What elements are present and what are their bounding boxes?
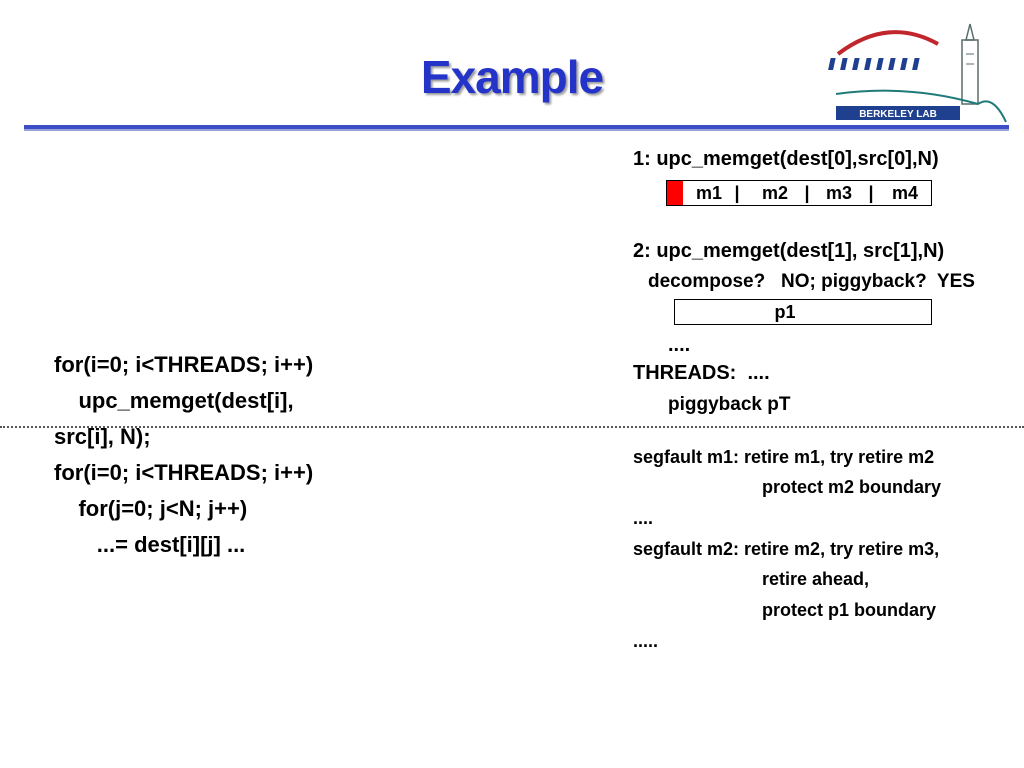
segfault-m2-detail-1: retire ahead,	[762, 569, 870, 589]
step-1-text: 1: upc_memget(dest[0],src[0],N)	[633, 148, 939, 170]
ellipsis-3: .....	[633, 631, 659, 651]
logo-text: BERKELEY LAB	[859, 109, 937, 120]
ellipsis-2: ....	[633, 508, 654, 528]
cell-m2: m2	[761, 183, 788, 203]
code-line: for(i=0; i<THREADS; i++)	[54, 460, 314, 485]
memory-box-2: p1	[674, 299, 932, 325]
threads-text: THREADS: ....	[633, 362, 770, 384]
decompose-text: decompose? NO; piggyback? YES	[648, 271, 975, 292]
code-line: for(j=0; j<N; j++)	[54, 496, 248, 521]
cell-separator: |	[734, 183, 740, 203]
red-marker	[667, 181, 683, 205]
segfault-m2-detail-2: protect p1 boundary	[762, 600, 937, 620]
ellipsis-1: ....	[668, 334, 691, 356]
title-rule	[24, 125, 1009, 131]
segfault-m1-line: segfault m1: retire m1, try retire m2	[633, 447, 935, 467]
cell-separator: |	[804, 183, 810, 203]
memory-box-1: m1 | m2 | m3 | m4	[666, 180, 932, 206]
dotted-divider	[0, 426, 1024, 428]
code-line: for(i=0; i<THREADS; i++)	[54, 352, 314, 377]
piggyback-text: piggyback pT	[668, 394, 791, 415]
code-line: ...= dest[i][j] ...	[54, 532, 246, 557]
code-block: for(i=0; i<THREADS; i++) upc_memget(dest…	[54, 347, 313, 563]
slide-title: Example	[420, 51, 604, 103]
cell-separator: |	[868, 183, 874, 203]
cell-p1: p1	[774, 302, 796, 322]
code-line: upc_memget(dest[i],	[54, 388, 294, 413]
segfault-m1-detail: protect m2 boundary	[762, 477, 942, 497]
code-line: src[i], N);	[54, 424, 151, 449]
step-2-text: 2: upc_memget(dest[1], src[1],N)	[633, 240, 945, 262]
cell-m3: m3	[825, 183, 852, 203]
cell-m4: m4	[891, 183, 918, 203]
cell-m1: m1	[695, 183, 722, 203]
segfault-m2-line: segfault m2: retire m2, try retire m3,	[633, 539, 940, 559]
berkeley-lab-logo: BERKELEY LAB	[828, 23, 1007, 123]
